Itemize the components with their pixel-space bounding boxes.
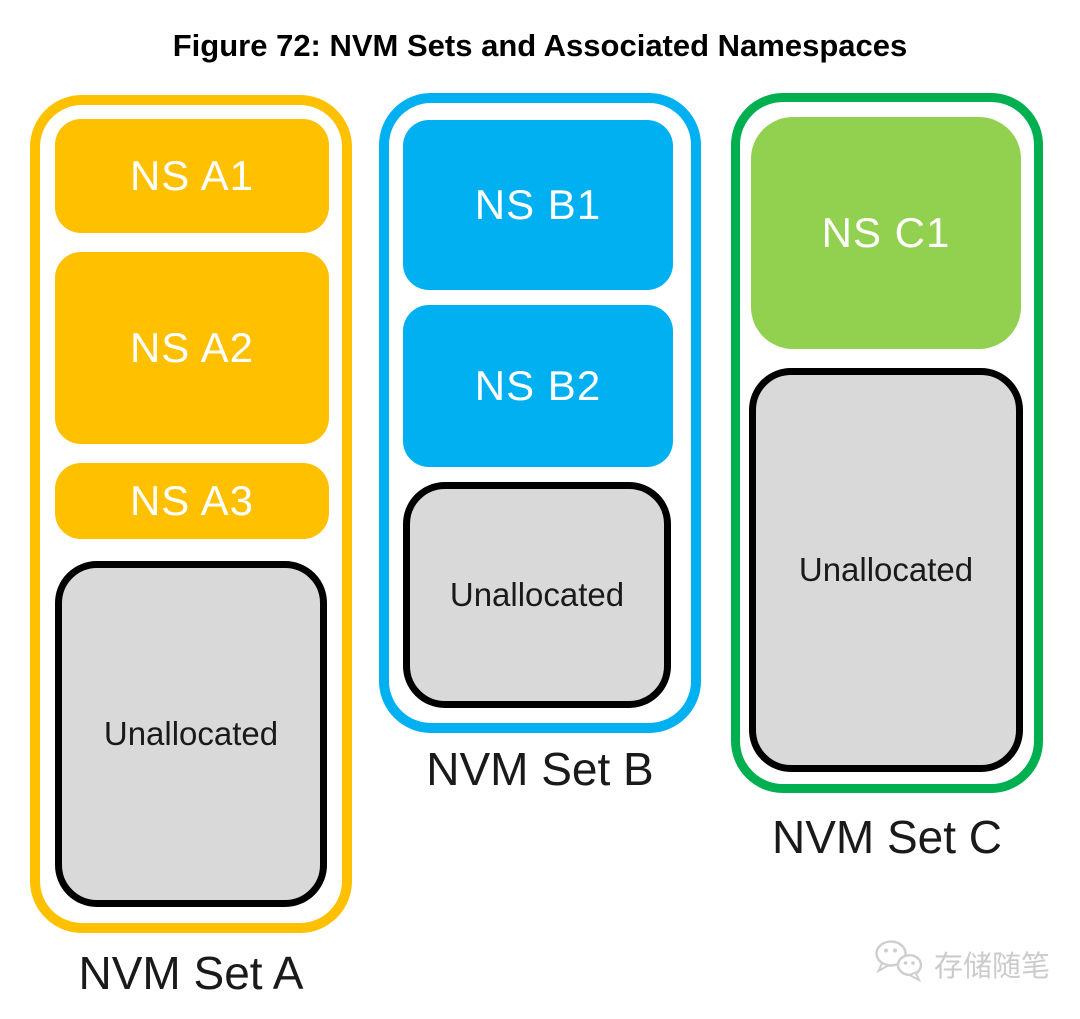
nvm-set-b-label: NVM Set B [426, 743, 654, 795]
namespace-ns-c1: NS C1 [751, 117, 1021, 349]
figure-title: Figure 72: NVM Sets and Associated Names… [172, 28, 908, 63]
unallocated-box-b: Unallocated [403, 482, 671, 708]
nvm-set-c-container: NS C1 Unallocated [731, 93, 1043, 793]
watermark: 存储随笔 [872, 938, 1050, 989]
nvm-set-b-container: NS B1 NS B2 Unallocated [379, 93, 701, 733]
namespace-ns-a2: NS A2 [55, 252, 329, 444]
namespace-ns-b1: NS B1 [403, 120, 673, 290]
unallocated-box-c: Unallocated [749, 368, 1023, 772]
unallocated-box-a: Unallocated [55, 561, 327, 907]
namespace-ns-b2: NS B2 [403, 305, 673, 467]
nvm-set-a-container: NS A1 NS A2 NS A3 Unallocated [30, 95, 352, 933]
namespace-ns-a1: NS A1 [55, 119, 329, 233]
wechat-logo-icon [872, 938, 926, 989]
namespace-ns-a3: NS A3 [55, 463, 329, 539]
nvm-set-c-label: NVM Set C [771, 811, 1003, 863]
nvm-set-a-label: NVM Set A [78, 947, 304, 999]
watermark-text: 存储随笔 [934, 948, 1051, 983]
